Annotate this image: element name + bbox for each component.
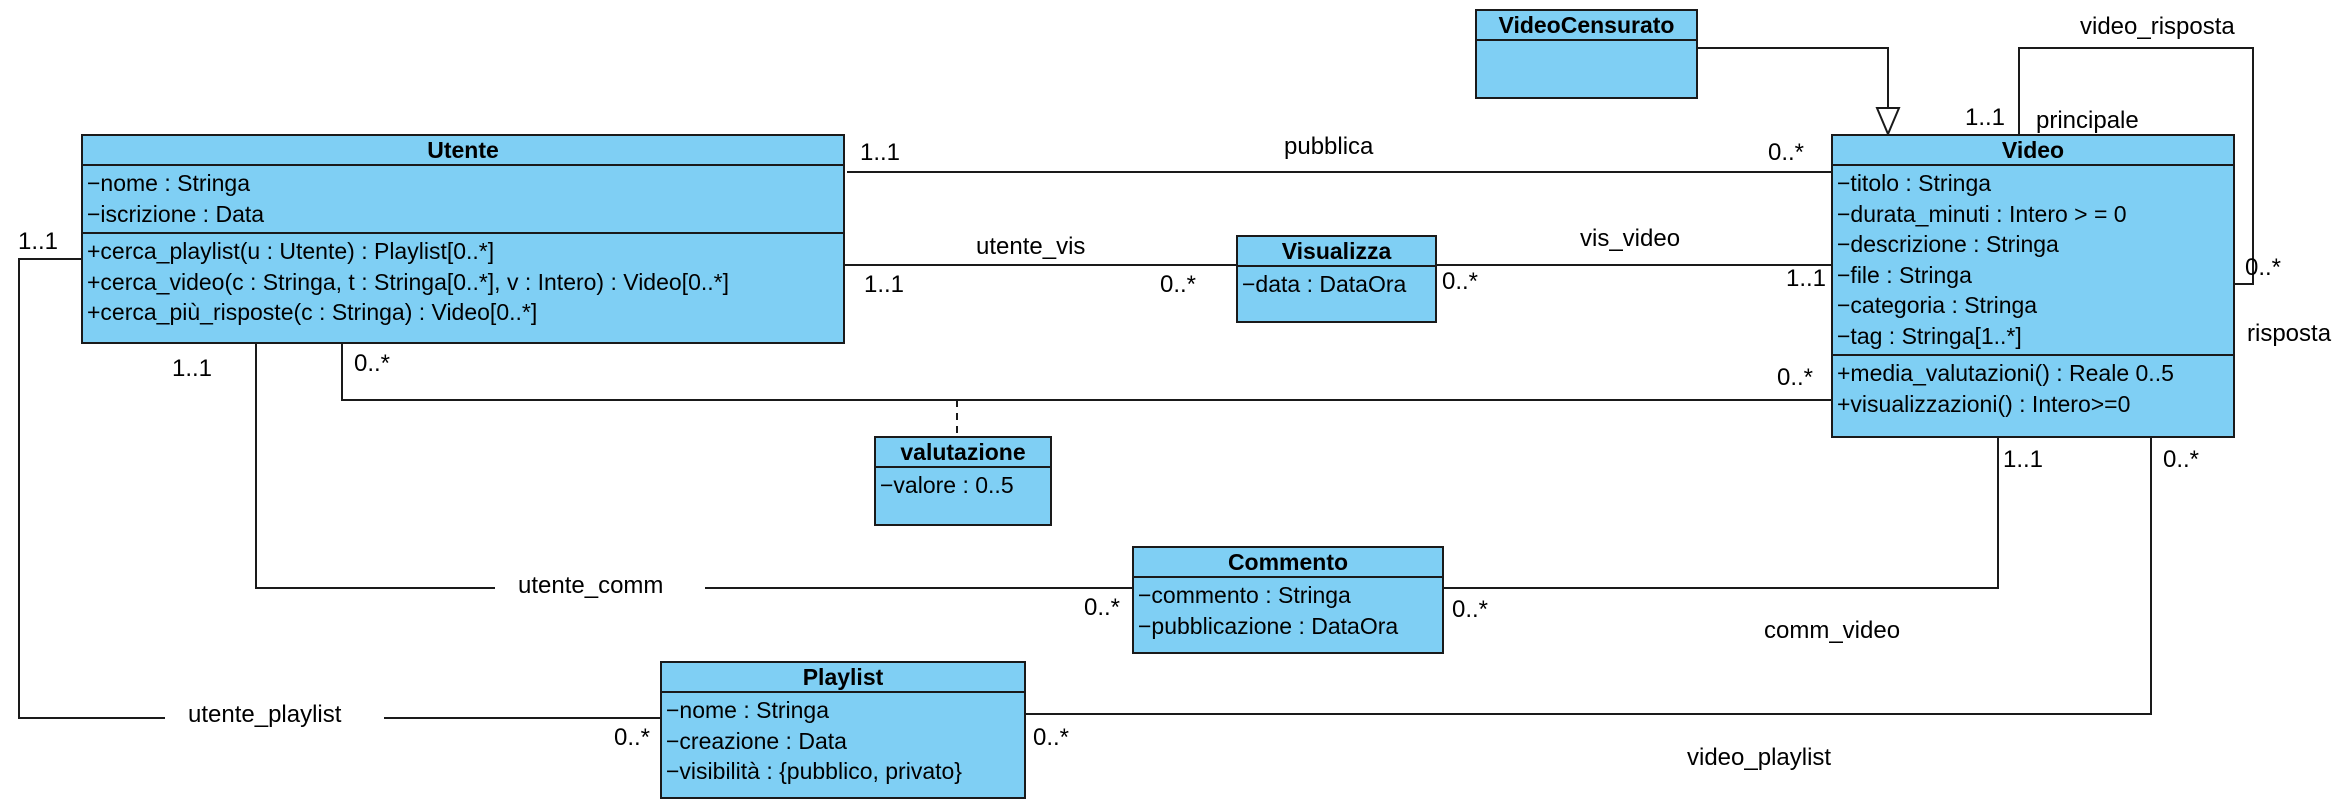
attribute: −pubblicazione : DataOra — [1138, 612, 1399, 639]
association-label-vis-video: vis_video — [1580, 225, 1681, 252]
attributes-section: −titolo : Stringa −durata_minuti : Inter… — [1833, 166, 2233, 354]
class-name: valutazione — [876, 438, 1050, 468]
association-label-utente-vis: utente_vis — [976, 233, 1086, 260]
operation: +cerca_playlist(u : Utente) : Playlist[0… — [87, 238, 495, 264]
association-label-utente-playlist: utente_playlist — [188, 701, 342, 728]
multiplicity: 0..* — [1442, 268, 1479, 295]
class-videocensurato[interactable]: VideoCensurato — [1475, 9, 1698, 99]
multiplicity: 0..* — [1777, 364, 1814, 391]
attribute: −valore : 0..5 — [880, 472, 1014, 498]
class-name: Video — [1833, 136, 2233, 166]
role-label-principale: principale — [2036, 107, 2139, 134]
class-name: Commento — [1134, 548, 1442, 578]
utente-playlist-line-left — [18, 258, 165, 719]
association-label-video-playlist: video_playlist — [1687, 744, 1832, 771]
class-name: VideoCensurato — [1477, 11, 1696, 41]
class-commento[interactable]: Commento −commento : Stringa −pubblicazi… — [1132, 546, 1444, 654]
class-valutazione[interactable]: valutazione −valore : 0..5 — [874, 436, 1052, 526]
association-label-pubblica: pubblica — [1284, 133, 1374, 160]
role-label-risposta: risposta — [2247, 320, 2332, 347]
utente-comm-line-left — [255, 342, 495, 589]
generalization-line — [1696, 47, 1889, 108]
multiplicity: 0..* — [1033, 724, 1070, 751]
class-name: Utente — [83, 136, 843, 166]
multiplicity: 0..* — [1768, 139, 1805, 166]
multiplicity: 0..* — [1084, 594, 1121, 621]
class-name: Visualizza — [1238, 237, 1435, 267]
operation: +cerca_video(c : Stringa, t : Stringa[0.… — [87, 268, 729, 295]
attributes-section: −nome : Stringa −iscrizione : Data — [83, 166, 843, 232]
multiplicity: 0..* — [354, 350, 391, 377]
multiplicity: 1..1 — [1786, 265, 1827, 292]
video-playlist-line — [1025, 438, 2152, 715]
multiplicity: 0..* — [2163, 446, 2200, 473]
valutazione-association-line — [341, 342, 1833, 401]
attribute: −tag : Stringa[1..*] — [1837, 322, 2022, 349]
class-utente[interactable]: Utente −nome : Stringa −iscrizione : Dat… — [81, 134, 845, 344]
attribute: −nome : Stringa — [666, 697, 830, 723]
attribute: −iscrizione : Data — [87, 200, 265, 227]
association-label-video-risposta: video_risposta — [2080, 13, 2235, 40]
association-label-comm-video: comm_video — [1764, 617, 1901, 644]
video-risposta-line — [2018, 47, 2254, 285]
multiplicity: 0..* — [2245, 254, 2282, 281]
attribute: −categoria : Stringa — [1837, 292, 2038, 318]
class-visualizza[interactable]: Visualizza −data : DataOra — [1236, 235, 1437, 323]
attribute: −nome : Stringa — [87, 170, 251, 196]
attributes-section: −valore : 0..5 — [876, 468, 1050, 504]
generalization-arrowhead — [1875, 107, 1901, 137]
multiplicity: 1..1 — [172, 355, 213, 382]
multiplicity: 1..1 — [2003, 446, 2044, 473]
operations-section: +cerca_playlist(u : Utente) : Playlist[0… — [83, 232, 843, 331]
multiplicity: 0..* — [1452, 596, 1489, 623]
class-video[interactable]: Video −titolo : Stringa −durata_minuti :… — [1831, 134, 2235, 438]
attribute: −creazione : Data — [666, 727, 847, 754]
class-playlist[interactable]: Playlist −nome : Stringa −creazione : Da… — [660, 661, 1026, 799]
attributes-section: −nome : Stringa −creazione : Data −visib… — [662, 693, 1024, 790]
multiplicity: 1..1 — [864, 271, 905, 298]
comm-video-line — [1444, 438, 1999, 589]
attribute: −durata_minuti : Intero > = 0 — [1837, 200, 2127, 227]
attribute: −data : DataOra — [1242, 271, 1407, 297]
class-name: Playlist — [662, 663, 1024, 693]
multiplicity: 1..1 — [1965, 104, 2006, 131]
operations-section: +media_valutazioni() : Reale 0..5 +visua… — [1833, 354, 2233, 422]
attributes-section: −commento : Stringa −pubblicazione : Dat… — [1134, 578, 1442, 644]
multiplicity: 1..1 — [18, 228, 59, 255]
multiplicity: 1..1 — [860, 139, 901, 166]
association-label-utente-comm: utente_comm — [518, 572, 664, 599]
attribute: −titolo : Stringa — [1837, 170, 1992, 196]
attribute: −commento : Stringa — [1138, 582, 1351, 608]
attributes-section: −data : DataOra — [1238, 267, 1435, 303]
multiplicity: 0..* — [1160, 271, 1197, 298]
multiplicity: 0..* — [614, 724, 651, 751]
attribute: −descrizione : Stringa — [1837, 231, 2059, 257]
operation: +visualizzazioni() : Intero>=0 — [1837, 390, 2131, 417]
attribute: −file : Stringa — [1837, 261, 1972, 288]
operation: +cerca_più_risposte(c : Stringa) : Video… — [87, 299, 538, 325]
operation: +media_valutazioni() : Reale 0..5 — [1837, 360, 2174, 386]
attribute: −visibilità : {pubblico, privato} — [666, 758, 962, 784]
